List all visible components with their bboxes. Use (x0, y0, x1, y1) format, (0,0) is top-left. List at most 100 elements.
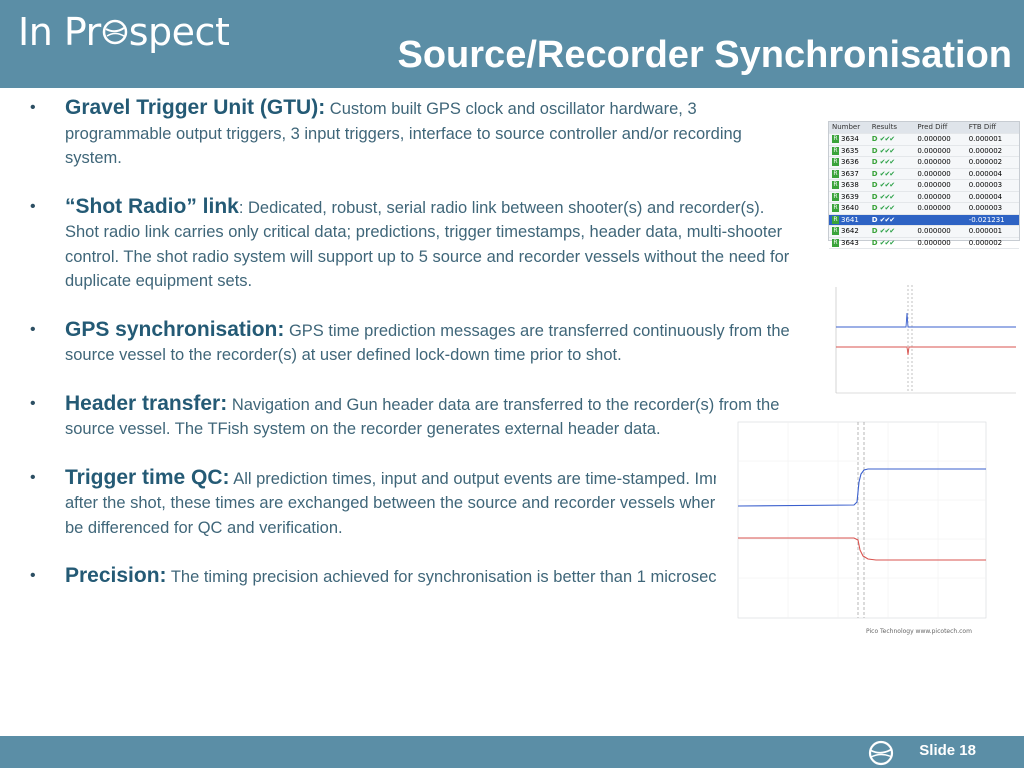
record-icon: R (832, 227, 839, 235)
cell-pred-diff (914, 215, 965, 226)
cell-pred-diff: 0.000000 (917, 181, 951, 189)
slide-title: Source/Recorder Synchronisation (397, 34, 1013, 76)
cell-results: D✔✔✔ (869, 134, 915, 145)
logo-text-a: In Pr (18, 10, 101, 54)
bullet-dot: • (30, 320, 36, 338)
shot-number: 3639 (841, 192, 859, 201)
globe-icon (102, 19, 127, 45)
bullet-dot: • (30, 468, 36, 486)
check-icon: ✔✔✔ (879, 204, 896, 212)
cell-pred-diff: 0.000000 (917, 204, 951, 212)
shot-number: 3637 (841, 169, 859, 178)
record-icon: R (832, 146, 839, 155)
cell-pred-diff: 0.000000 (917, 169, 951, 178)
column-header-number: Number (832, 123, 861, 131)
cell-pred-diff: 0.000000 (917, 238, 951, 247)
bullet-body: Navigation and Gun header data are trans… (65, 395, 780, 439)
bullet-dot: • (30, 197, 36, 215)
record-icon: R (832, 204, 839, 212)
globe-icon (868, 740, 894, 766)
shot-number: 3635 (841, 146, 859, 155)
result-code: D (871, 181, 878, 189)
check-icon: ✔✔✔ (879, 181, 896, 189)
check-icon: ✔✔✔ (879, 169, 896, 178)
series-line-blue (737, 468, 986, 507)
series-line-red (738, 537, 986, 561)
grid (738, 422, 986, 618)
cell-ftb-diff: 0.000003 (968, 204, 1003, 212)
column-header-ftb-diff: FTB Diff (968, 123, 997, 131)
cell-pred-diff: 0.000000 (917, 135, 951, 143)
bullet-list: •Gravel Trigger Unit (GTU): Custom built… (28, 96, 798, 614)
trigger-trace-chart-small (828, 283, 1020, 401)
cell-pred-diff: 0.000000 (917, 158, 951, 166)
bullet-body: The timing precision achieved for synchr… (166, 568, 749, 586)
record-icon: R (832, 215, 839, 224)
record-icon: R (832, 192, 839, 201)
record-icon: R (832, 135, 839, 143)
footer-band: Slide 18 (0, 736, 1024, 768)
cell-results: D✔✔✔ (869, 146, 915, 157)
cell-results: D✔✔✔ (869, 192, 915, 203)
bullet-item: • “Shot Radio” link: Dedicated, robust, s… (28, 195, 798, 294)
bullet-lead: Header transfer: (65, 391, 228, 415)
result-code: D (871, 215, 878, 224)
bullet-dot: • (30, 394, 36, 412)
bullet-item: • GPS synchronisation: GPS time predictio… (28, 318, 798, 368)
record-icon: R (832, 158, 839, 166)
bullet-body: : Dedicated, robust, serial radio link b… (65, 198, 790, 291)
bullet-item: •Trigger time QC: All prediction times, … (28, 466, 798, 541)
oscilloscope-chart: Pico Technology www.picotech.com (716, 414, 1006, 642)
column-header-results: Results (871, 123, 898, 131)
cell-results: D✔✔✔ (869, 180, 915, 191)
logo-text-b: spect (128, 10, 230, 54)
shot-number: 3641 (841, 215, 859, 224)
check-icon: ✔✔✔ (879, 146, 896, 155)
cell-results: D✔✔✔ (869, 169, 915, 180)
check-icon: ✔✔✔ (879, 227, 896, 235)
result-code: D (871, 227, 878, 235)
result-code: D (871, 192, 878, 201)
bullet-item: • Header transfer: Navigation and Gun hea… (28, 392, 798, 442)
bullet-lead: “Shot Radio” link (65, 194, 239, 218)
bullet-dot: • (30, 99, 36, 116)
cell-ftb-diff: 0.000002 (968, 146, 1003, 155)
shot-number: 3642 (841, 227, 859, 235)
bullet-body: GPS time prediction messages are transfe… (65, 321, 790, 365)
bullet-body: All prediction times, input and output e… (65, 469, 792, 537)
shot-number: 3640 (841, 204, 859, 212)
cell-ftb-diff: 0.000002 (968, 238, 1003, 247)
bullet-dot: • (30, 567, 36, 584)
check-icon: ✔✔✔ (879, 135, 896, 143)
in-prospect-logo: In Pr spect (18, 10, 230, 54)
bullet-lead: GPS synchronisation: (65, 317, 285, 341)
header-band: In Pr spect Source/Recorder Synchronisat… (0, 0, 1024, 88)
bullet-item: •Gravel Trigger Unit (GTU): Custom built… (28, 96, 798, 171)
result-code: D (871, 135, 878, 143)
cell-ftb-diff: 0.000003 (968, 181, 1003, 189)
cell-ftb-diff: 0.000004 (968, 192, 1003, 201)
record-icon: R (832, 169, 839, 178)
check-icon: ✔✔✔ (879, 192, 896, 201)
cell-results: D✔✔✔ (869, 226, 915, 237)
